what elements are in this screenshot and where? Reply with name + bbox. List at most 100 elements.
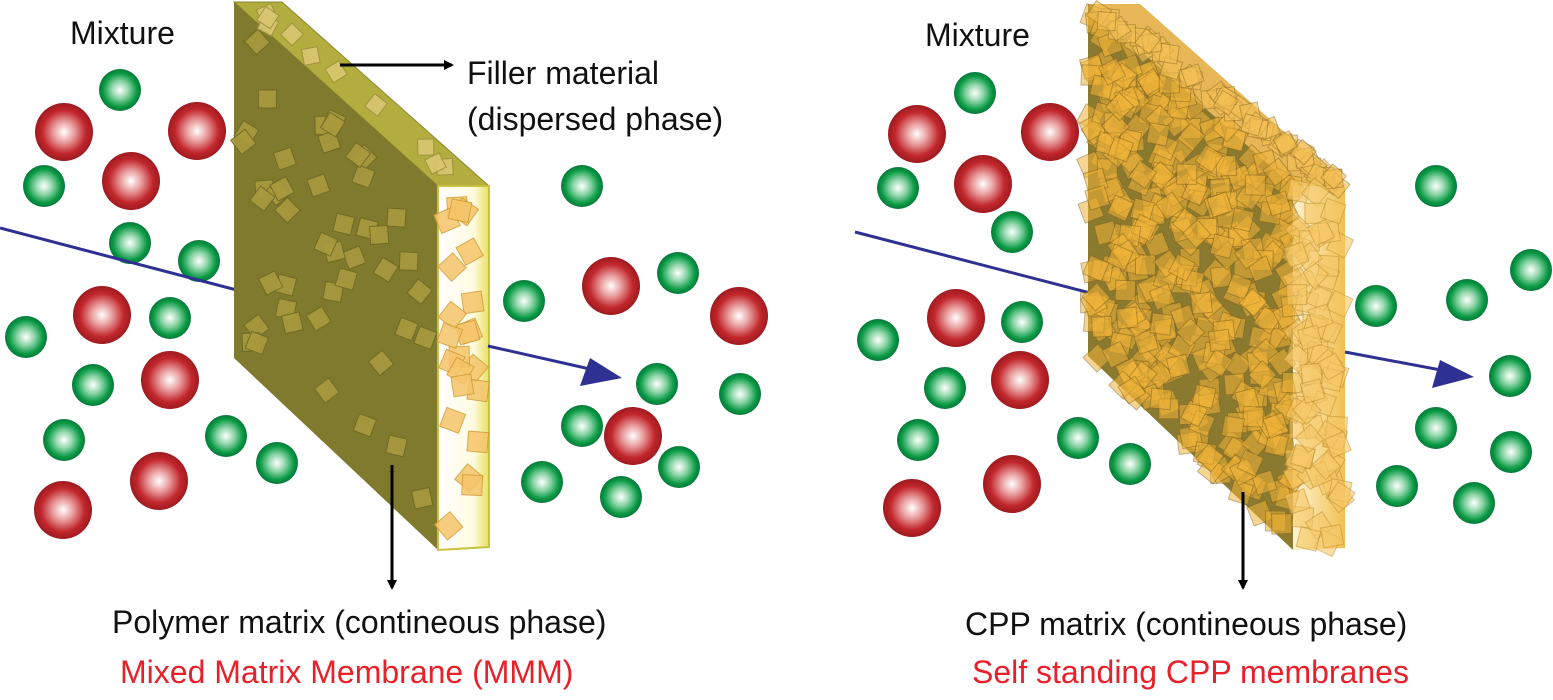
filler-particle — [364, 93, 389, 117]
right-permeate-molecules — [1355, 165, 1552, 524]
filler-particle — [424, 152, 447, 176]
cpp-particle — [1101, 340, 1130, 369]
cpp-particle — [1158, 42, 1180, 65]
red-molecule — [888, 105, 946, 163]
cpp-particle — [1115, 306, 1139, 330]
cpp-particle — [1299, 378, 1326, 404]
filler-particle — [367, 349, 395, 377]
cpp-particle — [1194, 143, 1224, 173]
filler-particle — [433, 511, 464, 541]
cpp-particle — [1195, 442, 1225, 473]
cpp-particle — [1319, 523, 1345, 549]
cpp-particle — [1286, 283, 1308, 306]
cpp-particle — [1107, 135, 1135, 163]
filler-particle — [447, 198, 473, 224]
filler-particle — [461, 474, 484, 497]
filler-particle — [257, 89, 277, 109]
filler-particle — [352, 412, 378, 438]
green-molecule — [1490, 431, 1532, 473]
filler-particle — [305, 305, 332, 332]
filler-particle — [244, 330, 270, 356]
cpp-particle — [1207, 328, 1232, 353]
green-molecule — [924, 367, 966, 409]
red-molecule — [1021, 103, 1079, 161]
cpp-particle — [1127, 159, 1158, 190]
green-molecule — [5, 316, 47, 358]
green-molecule — [1109, 443, 1151, 485]
cpp-particle — [1294, 423, 1325, 454]
red-molecule — [604, 407, 662, 465]
filler-particle — [273, 196, 301, 224]
cpp-particle — [1307, 303, 1334, 330]
green-molecule — [719, 373, 761, 415]
cpp-particle — [1206, 191, 1234, 218]
filler-particle — [385, 434, 408, 458]
cpp-particle — [1271, 513, 1293, 535]
green-molecule — [1057, 417, 1099, 459]
cpp-particle — [1251, 469, 1278, 496]
cpp-particle — [1209, 233, 1235, 259]
filler-particle — [368, 224, 390, 246]
green-molecule — [1376, 465, 1418, 507]
cpp-particle — [1091, 315, 1114, 338]
cpp-particle — [1084, 184, 1111, 211]
cpp-particle — [1311, 450, 1342, 481]
cpp-particle — [1220, 414, 1246, 440]
cpp-particle — [1180, 178, 1209, 207]
cpp-particle — [1165, 353, 1191, 379]
filler-particle — [436, 322, 464, 350]
cpp-particle — [1181, 219, 1212, 249]
filler-particle — [437, 252, 467, 282]
cpp-particle — [1272, 130, 1299, 156]
filler-particle — [460, 290, 485, 315]
cpp-particle — [1324, 430, 1352, 459]
green-molecule — [23, 165, 65, 207]
cpp-particle — [1238, 287, 1268, 318]
green-molecule — [857, 319, 899, 361]
filler-particle — [439, 406, 467, 434]
cpp-particle — [1105, 243, 1134, 272]
green-molecule — [561, 405, 603, 447]
cpp-particle — [1282, 241, 1310, 269]
left-panel: Mixture Filler material (dispersed phase… — [0, 1, 768, 690]
red-molecule — [710, 287, 768, 345]
cpp-particle — [1306, 218, 1335, 247]
right-permeate-arrowhead — [1432, 360, 1474, 388]
red-molecule — [141, 351, 199, 409]
cpp-particle — [1167, 253, 1197, 282]
right-feed-molecules — [857, 72, 1151, 537]
green-molecule — [561, 165, 603, 207]
green-molecule — [43, 419, 85, 461]
filler-particle — [417, 138, 435, 156]
cpp-particle — [1100, 111, 1131, 142]
red-molecule — [168, 102, 226, 160]
cpp-particle — [1319, 197, 1347, 225]
green-molecule — [897, 419, 939, 461]
green-molecule — [657, 252, 699, 294]
cpp-particle — [1244, 174, 1267, 196]
cpp-particle — [1212, 89, 1239, 116]
cpp-particle — [1300, 177, 1331, 207]
polymer-membrane-face — [234, 2, 438, 550]
cpp-particle — [1117, 375, 1147, 405]
cpp-matrix-label: CPP matrix (contineous phase) — [965, 606, 1407, 642]
cpp-particle — [1317, 352, 1346, 381]
cpp-particle — [1180, 63, 1205, 88]
green-molecule — [600, 476, 642, 518]
filler-particle — [300, 46, 321, 66]
green-molecule — [636, 363, 678, 405]
red-molecule — [927, 289, 985, 347]
cpp-particle — [1189, 291, 1213, 315]
green-molecule — [954, 72, 996, 114]
filler-particle — [334, 267, 358, 291]
filler-particle — [351, 164, 376, 189]
filler-particle — [257, 270, 284, 296]
left-permeate-molecules — [503, 165, 768, 518]
cpp-membrane — [1076, 0, 1356, 558]
filler-particle — [313, 231, 339, 257]
red-molecule — [582, 257, 640, 315]
green-molecule — [1446, 279, 1488, 321]
filler-particle — [280, 22, 305, 47]
red-molecule — [34, 481, 92, 539]
